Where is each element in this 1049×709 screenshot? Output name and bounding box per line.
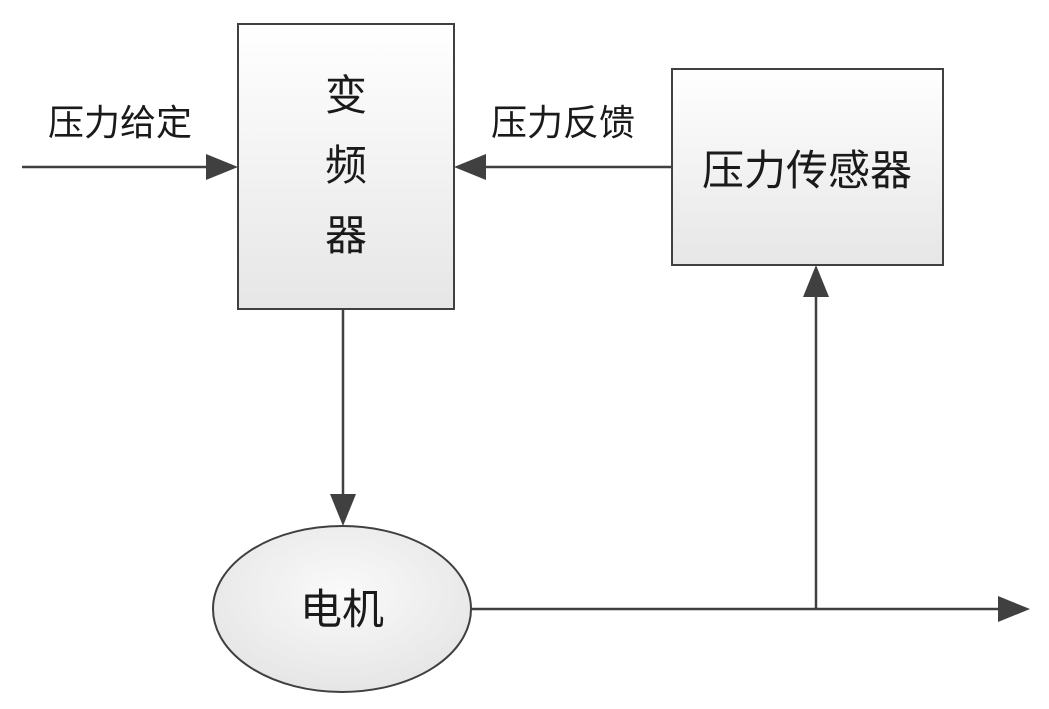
setpoint-label: 压力给定: [48, 103, 192, 144]
feedback-label: 压力反馈: [491, 103, 635, 144]
sensor-box: [671, 68, 944, 266]
motor-node: 电机: [212, 525, 472, 693]
sensor-label: 压力传感器: [702, 146, 912, 195]
motor-label: 电机: [300, 585, 384, 634]
output-arrowhead: [998, 596, 1030, 622]
setpoint-arrowhead: [206, 154, 238, 180]
drive-arrowhead: [330, 494, 356, 526]
setpoint-edge: 压力给定: [22, 103, 238, 180]
sensor-input-edge: [803, 265, 829, 609]
inverter-node: 变 频 器: [237, 23, 455, 310]
sensor-node: 压力传感器: [671, 68, 944, 266]
output-edge: [471, 596, 1030, 622]
inverter-label-char-2: 频: [325, 141, 367, 190]
inverter-box: [237, 23, 455, 310]
feedback-arrowhead: [454, 154, 486, 180]
feedback-edge: 压力反馈: [454, 103, 672, 180]
inverter-label-char-3: 器: [325, 211, 367, 260]
sensor-input-arrowhead: [803, 265, 829, 297]
drive-edge: [330, 309, 356, 526]
inverter-label-char-1: 变: [325, 71, 367, 120]
